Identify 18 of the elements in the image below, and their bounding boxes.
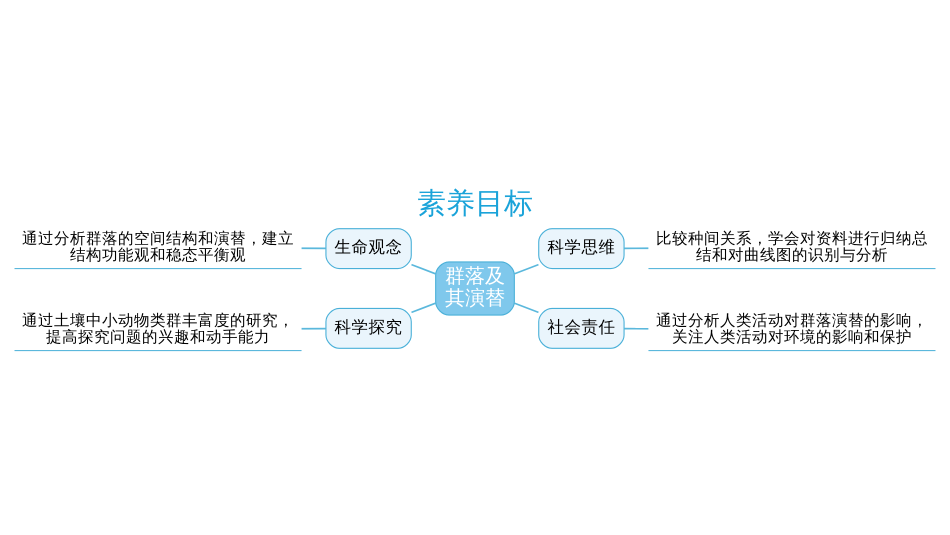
node-text: 通过土壤中小动物类群丰富度的研究，提高探究问题的兴趣和动手能力 — [22, 310, 294, 346]
node-box: 科学思维 — [538, 228, 625, 269]
node-text: 通过分析群落的空间结构和演替，建立结构功能观和稳态平衡观 — [22, 228, 294, 264]
node-box: 生命观念 — [325, 228, 412, 269]
node-text: 通过分析人类活动对群落演替的影响，关注人类活动对环境的影响和保护 — [656, 310, 928, 346]
connector — [302, 246, 326, 249]
node-box: 社会责任 — [538, 307, 625, 348]
connector — [514, 263, 539, 274]
connector — [514, 302, 539, 313]
connector — [624, 327, 648, 330]
connector — [411, 302, 436, 313]
diagram-title: 素养目标 — [417, 185, 533, 220]
connector — [411, 263, 436, 274]
connector — [302, 327, 326, 330]
node-box: 群落及其演替 — [435, 260, 515, 316]
node-text: 比较种间关系，学会对资料进行归纳总结和对曲线图的识别与分析 — [656, 228, 928, 264]
connector — [624, 246, 648, 249]
node-box: 科学探究 — [325, 307, 412, 348]
